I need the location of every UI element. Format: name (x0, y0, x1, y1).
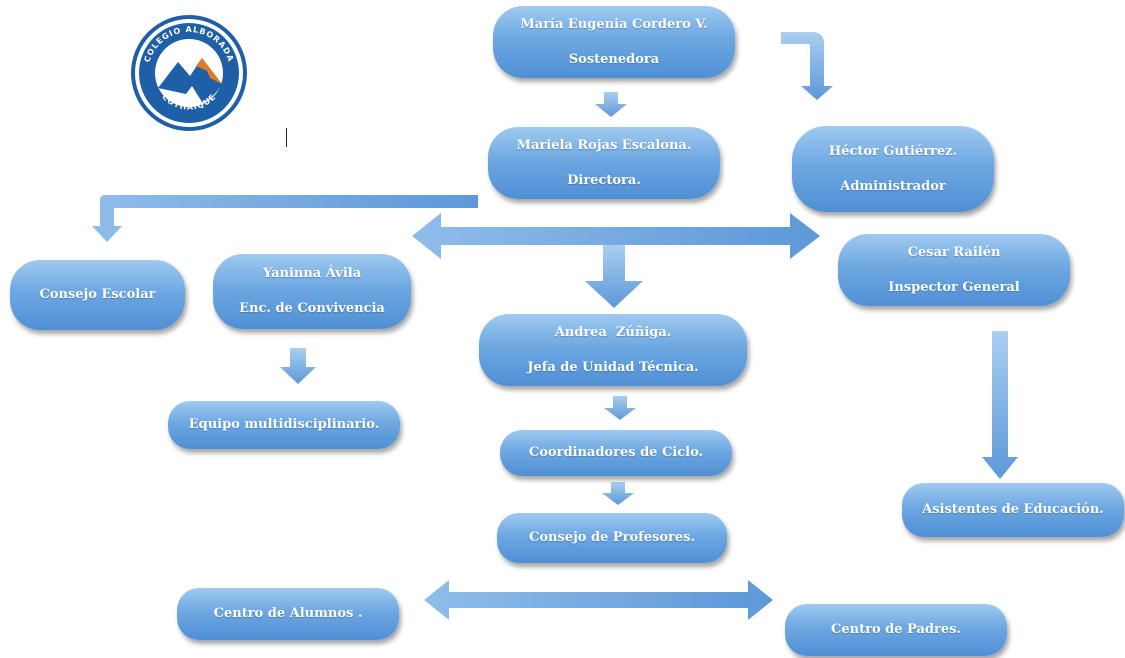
node-administrador: Héctor Gutiérrez. Administrador (792, 126, 994, 212)
node-asistentes: Asistentes de Educación. (902, 483, 1124, 537)
jefa-utp-name: Andrea Zúñiga. (554, 324, 672, 340)
node-centro-padres: Centro de Padres. (785, 604, 1007, 656)
arrow-inspector-to-asistentes (982, 331, 1018, 479)
arrow-double-horizontal-top (412, 213, 820, 259)
asistentes-label: Asistentes de Educación. (922, 502, 1104, 518)
jefa-utp-role: Jefa de Unidad Técnica. (527, 359, 699, 375)
colegio-alborada-logo: COLEGIO ALBORADA COYHAIQUE (131, 15, 247, 131)
equipo-label: Equipo multidisciplinario. (188, 417, 380, 433)
node-consejo-escolar: Consejo Escolar (10, 260, 185, 330)
arrow-utp-to-coordinadores (604, 396, 636, 420)
alumnos-label: Centro de Alumnos . (213, 606, 363, 622)
inspector-name: Cesar Railén (907, 244, 1001, 260)
node-inspector-general: Cesar Railén Inspector General (838, 234, 1070, 306)
directora-role: Directora. (567, 172, 641, 188)
administrador-role: Administrador (840, 178, 946, 194)
arrow-coordinadores-to-profesores (602, 482, 634, 505)
arrow-bent-to-consejo-escolar (92, 195, 478, 242)
directora-name: Mariela Rojas Escalona. (516, 137, 692, 153)
administrador-name: Héctor Gutiérrez. (828, 143, 958, 159)
padres-label: Centro de Padres. (831, 622, 961, 638)
node-jefa-utp: Andrea Zúñiga. Jefa de Unidad Técnica. (479, 314, 747, 386)
arrow-double-horizontal-bottom (424, 580, 773, 620)
convivencia-role: Enc. de Convivencia (239, 301, 385, 317)
sostenedora-role: Sostenedora (568, 51, 660, 67)
node-consejo-profesores: Consejo de Profesores. (497, 513, 727, 563)
node-sostenedora: María Eugenia Cordero V. Sostenedora (493, 6, 735, 78)
convivencia-name: Yaninna Ávila (262, 266, 362, 282)
inspector-role: Inspector General (888, 279, 1020, 295)
sostenedora-name: María Eugenia Cordero V. (520, 16, 708, 32)
arrow-sostenedora-to-directora (595, 92, 627, 117)
node-centro-alumnos: Centro de Alumnos . (177, 588, 399, 640)
arrow-to-jefa-utp (585, 245, 643, 308)
profesores-label: Consejo de Profesores. (529, 530, 695, 546)
node-equipo-multidisciplinario: Equipo multidisciplinario. (168, 401, 400, 449)
consejo-escolar-label: Consejo Escolar (39, 287, 156, 303)
arrow-convivencia-to-equipo (280, 348, 316, 384)
node-convivencia: Yaninna Ávila Enc. de Convivencia (213, 254, 411, 329)
node-coordinadores: Coordinadores de Ciclo. (500, 430, 732, 476)
text-cursor (286, 128, 287, 147)
node-directora: Mariela Rojas Escalona. Directora. (488, 127, 720, 199)
arrow-bent-to-administrador (781, 32, 833, 100)
coordinadores-label: Coordinadores de Ciclo. (528, 445, 704, 461)
